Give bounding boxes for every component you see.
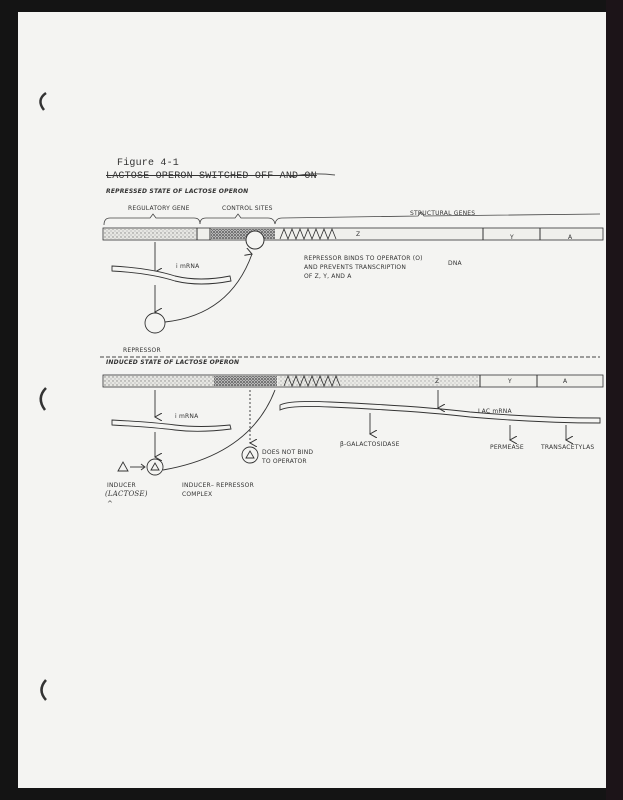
product-transacetylase: TRANSACETYLAS [541,444,595,451]
label-repressor: REPRESSOR [123,347,161,354]
title-scribble [289,173,336,178]
label-complex-2: COMPLEX [182,491,213,498]
repressor-note-3: OF Z, Y, AND A [304,273,352,280]
induced-heading: INDUCED STATE OF LACTOSE OPERON [106,359,240,366]
label-not-bind-1: DOES NOT BIND [262,449,314,456]
product-beta-galactosidase: β-GALACTOSIDASE [340,441,400,448]
handwritten-caret: ^ [107,500,114,508]
handwritten-lactose: (LACTOSE) [105,490,148,498]
paper-sheet [18,12,606,788]
margin-marks [39,91,47,701]
induced-gene-z: Z [435,378,440,385]
induced-gene-y: Y [508,378,512,385]
label-regulatory-gene: REGULATORY GENE [128,205,190,212]
gene-z: Z [356,231,361,238]
induced-arrows [111,389,601,476]
gene-a: A [568,234,573,241]
label-imrna: i mRNA [176,263,200,270]
repressor-note-2: AND PREVENTS TRANSCRIPTION [304,264,407,271]
gene-y: Y [510,234,514,241]
label-not-bind-2: TO OPERATOR [262,458,307,465]
scan-edge [606,0,623,800]
repressor-bound-circle [245,230,265,250]
label-lac-mrna: LAC mRNA [478,408,512,415]
label-complex-1: INDUCER– REPRESSOR [182,482,254,489]
dna-bar-repressed [102,227,604,250]
dna-bar-induced [102,374,604,388]
repressed-heading: REPRESSED STATE OF LACTOSE OPERON [106,188,249,195]
repressed-arrows [111,242,252,334]
figure-title: LACTOSE OPERON SWITCHED OFF AND ON [106,171,317,182]
label-control-sites: CONTROL SITES [222,205,273,212]
gene-braces [103,211,601,226]
label-dna: DNA [448,260,462,267]
label-inducer: INDUCER [107,482,136,489]
induced-gene-a: A [563,378,568,385]
label-structural-genes: STRUCTURAL GENES [410,210,476,217]
product-permease: PERMEASE [490,444,524,451]
figure-number: Figure 4-1 [117,158,180,169]
induced-label-imrna: i mRNA [175,413,199,420]
complex-circle [146,458,164,476]
free-repressor-circle [241,446,259,464]
repressor-note-1: REPRESSOR BINDS TO OPERATOR (O) [304,255,423,262]
